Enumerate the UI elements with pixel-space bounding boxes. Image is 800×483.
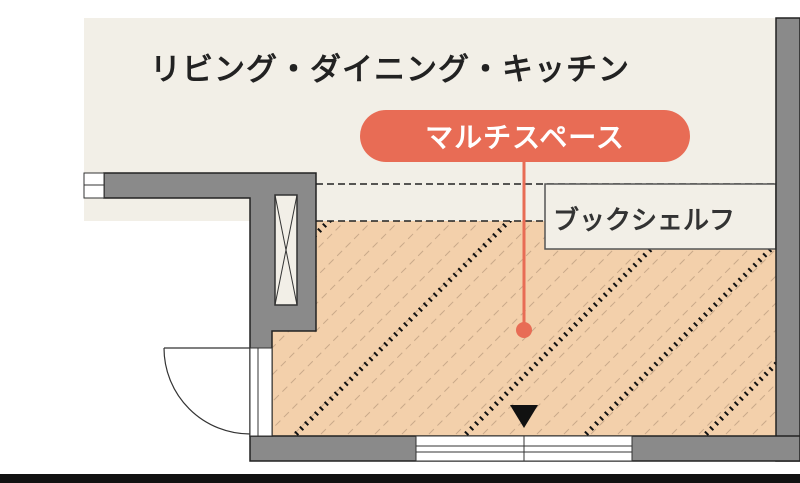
bookshelf [544,183,777,250]
floor-hatch-line [672,221,776,436]
entrance-marker-icon [510,405,538,428]
floor-hatch-line [272,221,529,436]
callout-badge: マルチスペース [360,110,690,162]
wall-right [775,17,800,462]
floor-hatch-line [294,221,556,436]
room-name-label: リビング・ダイニング・キッチン [150,52,630,88]
floor-hatch-line [0,200,231,460]
storage-cross [274,194,298,306]
floor-hatch-line [591,221,776,436]
callout-label: マルチスペース [425,121,625,154]
bottom-border-bar [0,474,800,483]
floor-dotted-stripe [558,221,776,436]
floor-hatch-line [272,221,448,436]
floor-hatch-line [0,200,258,460]
door-opening [249,347,273,437]
floor-hatch-line [272,221,367,436]
floor-dotted-stripe [438,221,702,436]
floor-hatch-line [0,200,204,460]
callout-dot [516,322,532,338]
floor-hatch-line [272,221,394,436]
floor-hatch-line [272,221,475,436]
floor-hatch-line [272,221,286,436]
floor-hatch-line [0,200,150,460]
floor-hatch-line [321,221,583,436]
bookshelf-label: ブックシェルフ [553,206,736,236]
floor-hatch-line [272,221,502,436]
floor-hatch-line [618,221,776,436]
floor-hatch-line [699,221,776,436]
floor-hatch-line [645,221,776,436]
door-swing-arc [163,347,251,435]
floor-hatch-line [726,221,776,436]
floor-hatch-line [564,221,776,436]
floor-dotted-stripe [272,221,532,436]
floor-hatch-line [0,200,177,460]
